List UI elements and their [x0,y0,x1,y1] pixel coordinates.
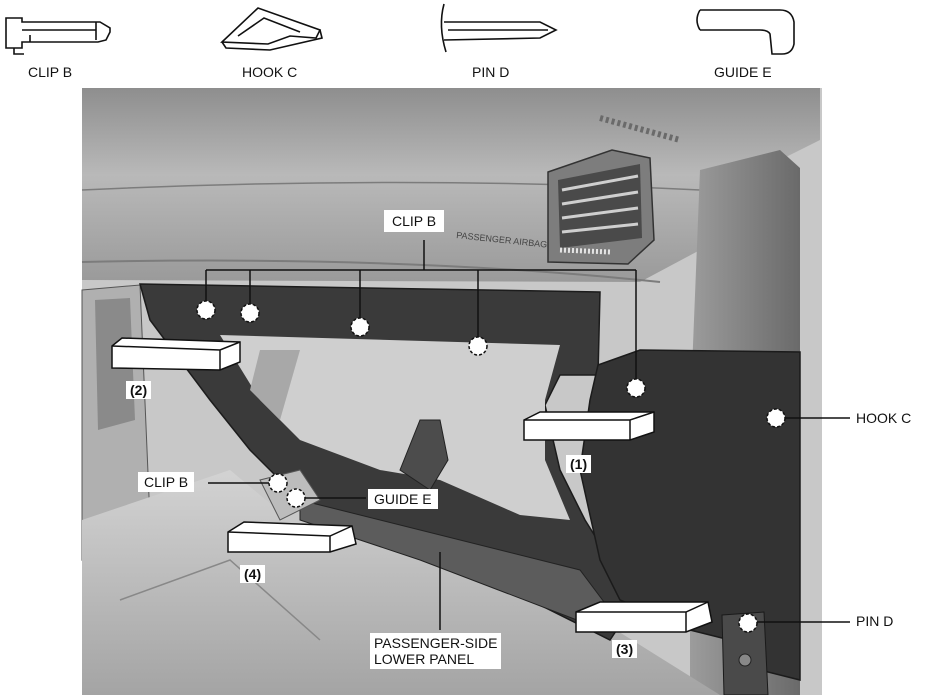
direction-arrow-2 [111,337,241,371]
callout-panel-title: PASSENGER-SIDE LOWER PANEL [370,633,502,669]
dashboard-illustration: PASSENGER AIRBAG [81,88,822,695]
direction-arrow-3 [575,601,713,633]
callout-hook-c: HOOK C [856,410,912,426]
pin-icon [440,3,558,53]
callout-panel-line2: LOWER PANEL [374,651,475,667]
hook-marker [766,408,786,428]
leader-lines [205,240,850,630]
hook-icon [220,7,323,51]
step-number-2: (2) [126,381,152,399]
legend-label-guide: GUIDE E [714,64,772,80]
pin-marker [738,613,758,633]
guide-icon [696,9,795,55]
callout-clip-b-left: CLIP B [138,472,195,492]
clip-marker [240,303,260,323]
legend-label-pin: PIN D [472,64,510,80]
callout-guide-e: GUIDE E [368,489,438,509]
direction-arrow-4 [227,521,357,553]
clip-marker [468,336,488,356]
clip-marker [626,378,646,398]
step-number-4: (4) [240,565,266,583]
legend-label-hook: HOOK C [242,64,298,80]
clip-marker [268,473,288,493]
direction-arrow-1 [523,411,655,441]
legend-label-clip: CLIP B [28,64,73,80]
clip-marker [350,317,370,337]
clip-icon [5,17,111,55]
step-number-3: (3) [612,640,638,658]
callout-panel-line1: PASSENGER-SIDE [374,635,498,651]
callout-pin-d: PIN D [856,613,894,629]
step-number-1: (1) [566,455,592,473]
clip-marker [196,300,216,320]
guide-marker [286,488,306,508]
callout-clip-b-top: CLIP B [384,210,445,232]
